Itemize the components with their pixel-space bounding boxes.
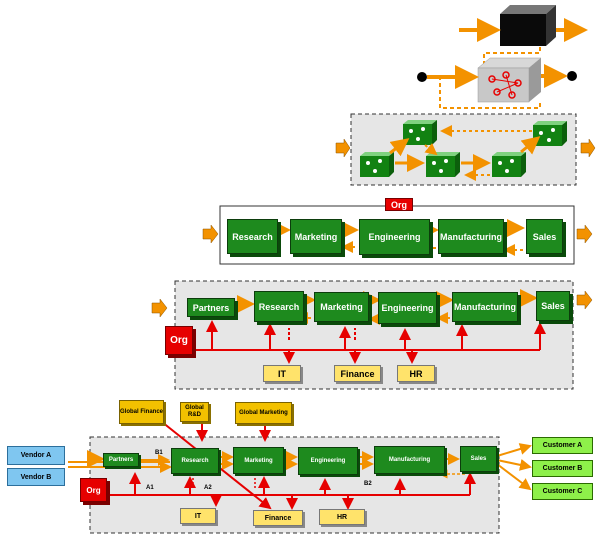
black-box-cube	[500, 5, 556, 46]
customer-b-box: Customer B	[532, 460, 593, 477]
org-badge-stage5: Org	[80, 478, 107, 502]
global-finance-box: Global Finance	[119, 400, 164, 424]
sales-box: Sales	[526, 219, 563, 254]
engineering-box: Engineering	[359, 219, 430, 255]
customer-a-box: Customer A	[532, 437, 593, 454]
research-box: Research	[227, 219, 278, 254]
global-marketing-box: Global Marketing	[235, 402, 292, 424]
sales-box: Sales	[536, 291, 570, 321]
manufacturing-box: Manufacturing	[438, 219, 504, 254]
green-cube-5	[492, 152, 526, 177]
manufacturing-box: Manufacturing	[374, 446, 445, 474]
partners-box: Partners	[187, 298, 235, 317]
green-cube-2	[533, 121, 567, 146]
engineering-box: Engineering	[298, 447, 358, 475]
finance-box: Finance	[253, 510, 303, 526]
finance-box: Finance	[334, 365, 381, 382]
manufacturing-box: Manufacturing	[452, 292, 518, 322]
green-cube-1	[403, 120, 437, 145]
connector-label-a2: A2	[204, 485, 212, 491]
hr-box: HR	[397, 365, 435, 382]
vendor-a-box: Vendor A	[7, 446, 65, 465]
marketing-box: Marketing	[314, 292, 369, 322]
engineering-box: Engineering	[378, 292, 437, 324]
hr-box: HR	[319, 509, 365, 525]
partners-box: Partners	[103, 453, 139, 467]
connector-label-b2: B2	[364, 481, 372, 487]
customer-c-box: Customer C	[532, 483, 593, 500]
grey-node-cube	[477, 57, 542, 103]
green-cube-4	[426, 152, 460, 177]
marketing-box: Marketing	[233, 447, 284, 474]
connector-label-a1: A1	[146, 485, 154, 491]
global-rnd-box: Global R&D	[180, 402, 209, 422]
sales-box: Sales	[460, 446, 497, 472]
org-badge-stage4: Org	[165, 326, 193, 355]
green-cube-3	[360, 152, 394, 177]
research-box: Research	[171, 448, 219, 474]
vendor-b-box: Vendor B	[7, 468, 65, 486]
marketing-box: Marketing	[290, 219, 342, 254]
org-badge-stage3: Org	[385, 198, 413, 211]
research-box: Research	[254, 291, 304, 322]
it-box: IT	[263, 365, 301, 382]
connector-label-b1: B1	[155, 450, 163, 456]
it-box: IT	[180, 508, 216, 524]
